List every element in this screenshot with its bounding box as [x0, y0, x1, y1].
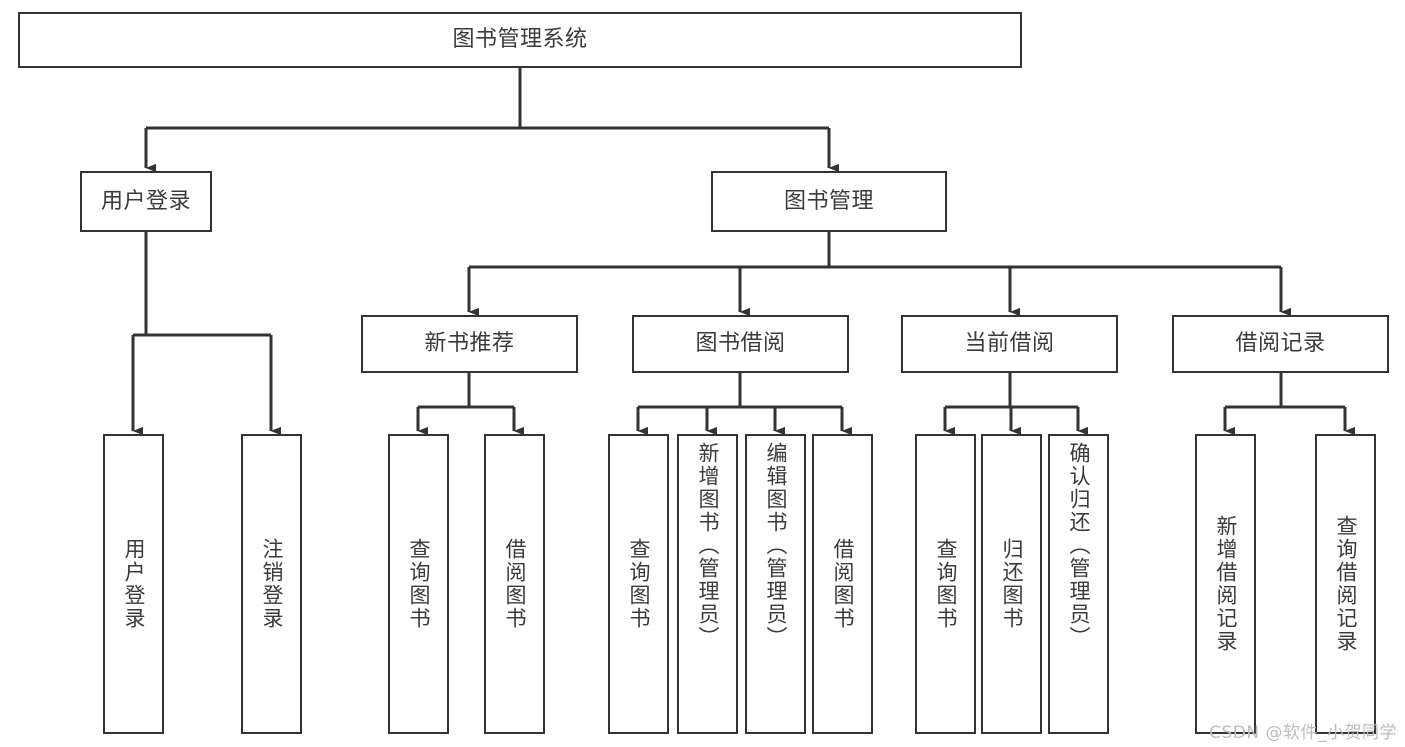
node-leaf-logout-label: 注销登录 — [260, 538, 284, 630]
node-leaf-edit-book[interactable]: 编辑图书（管理员） — [745, 434, 806, 734]
node-leaf-user-login[interactable]: 用户登录 — [103, 434, 164, 734]
node-user-login-label: 用户登录 — [100, 188, 191, 214]
node-leaf-borrow-book-2[interactable]: 借阅图书 — [812, 434, 873, 734]
node-leaf-query-book-3[interactable]: 查询图书 — [915, 434, 976, 734]
node-borrow-record[interactable]: 借阅记录 — [1172, 315, 1389, 373]
node-root-label: 图书管理系统 — [452, 27, 588, 53]
node-leaf-query-book-1[interactable]: 查询图书 — [388, 434, 449, 734]
node-book-manage[interactable]: 图书管理 — [711, 171, 947, 232]
node-leaf-logout[interactable]: 注销登录 — [241, 434, 302, 734]
node-leaf-edit-book-label: 编辑图书（管理员） — [764, 442, 788, 649]
node-leaf-user-login-label: 用户登录 — [122, 538, 146, 630]
node-leaf-query-book-2-label: 查询图书 — [627, 538, 651, 630]
node-leaf-query-book-1-label: 查询图书 — [407, 538, 431, 630]
node-leaf-add-record-label: 新增借阅记录 — [1214, 515, 1238, 653]
node-leaf-add-record[interactable]: 新增借阅记录 — [1195, 434, 1256, 734]
node-leaf-query-record[interactable]: 查询借阅记录 — [1315, 434, 1376, 734]
node-leaf-query-book-3-label: 查询图书 — [934, 538, 958, 630]
node-leaf-return-book[interactable]: 归还图书 — [981, 434, 1042, 734]
node-borrow-record-label: 借阅记录 — [1235, 331, 1326, 357]
node-book-borrow-label: 图书借阅 — [695, 331, 786, 357]
node-leaf-confirm-return[interactable]: 确认归还（管理员） — [1048, 434, 1109, 734]
node-leaf-add-book-label: 新增图书（管理员） — [696, 442, 720, 649]
node-leaf-borrow-book-1-label: 借阅图书 — [503, 538, 527, 630]
node-leaf-return-book-label: 归还图书 — [1000, 538, 1024, 630]
node-new-book-rec-label: 新书推荐 — [424, 331, 515, 357]
node-leaf-borrow-book-1[interactable]: 借阅图书 — [484, 434, 545, 734]
node-user-login[interactable]: 用户登录 — [80, 171, 212, 232]
node-book-manage-label: 图书管理 — [783, 188, 874, 214]
node-leaf-query-book-2[interactable]: 查询图书 — [608, 434, 669, 734]
node-leaf-confirm-return-label: 确认归还（管理员） — [1067, 442, 1091, 649]
csdn-watermark: CSDN @软件_小贺同学 — [1209, 723, 1397, 743]
node-root[interactable]: 图书管理系统 — [18, 12, 1022, 68]
node-leaf-borrow-book-2-label: 借阅图书 — [831, 538, 855, 630]
node-current-borrow[interactable]: 当前借阅 — [901, 315, 1118, 373]
node-book-borrow[interactable]: 图书借阅 — [632, 315, 849, 373]
node-new-book-rec[interactable]: 新书推荐 — [361, 315, 578, 373]
node-leaf-add-book[interactable]: 新增图书（管理员） — [677, 434, 738, 734]
node-leaf-query-record-label: 查询借阅记录 — [1334, 515, 1358, 653]
node-current-borrow-label: 当前借阅 — [964, 331, 1055, 357]
